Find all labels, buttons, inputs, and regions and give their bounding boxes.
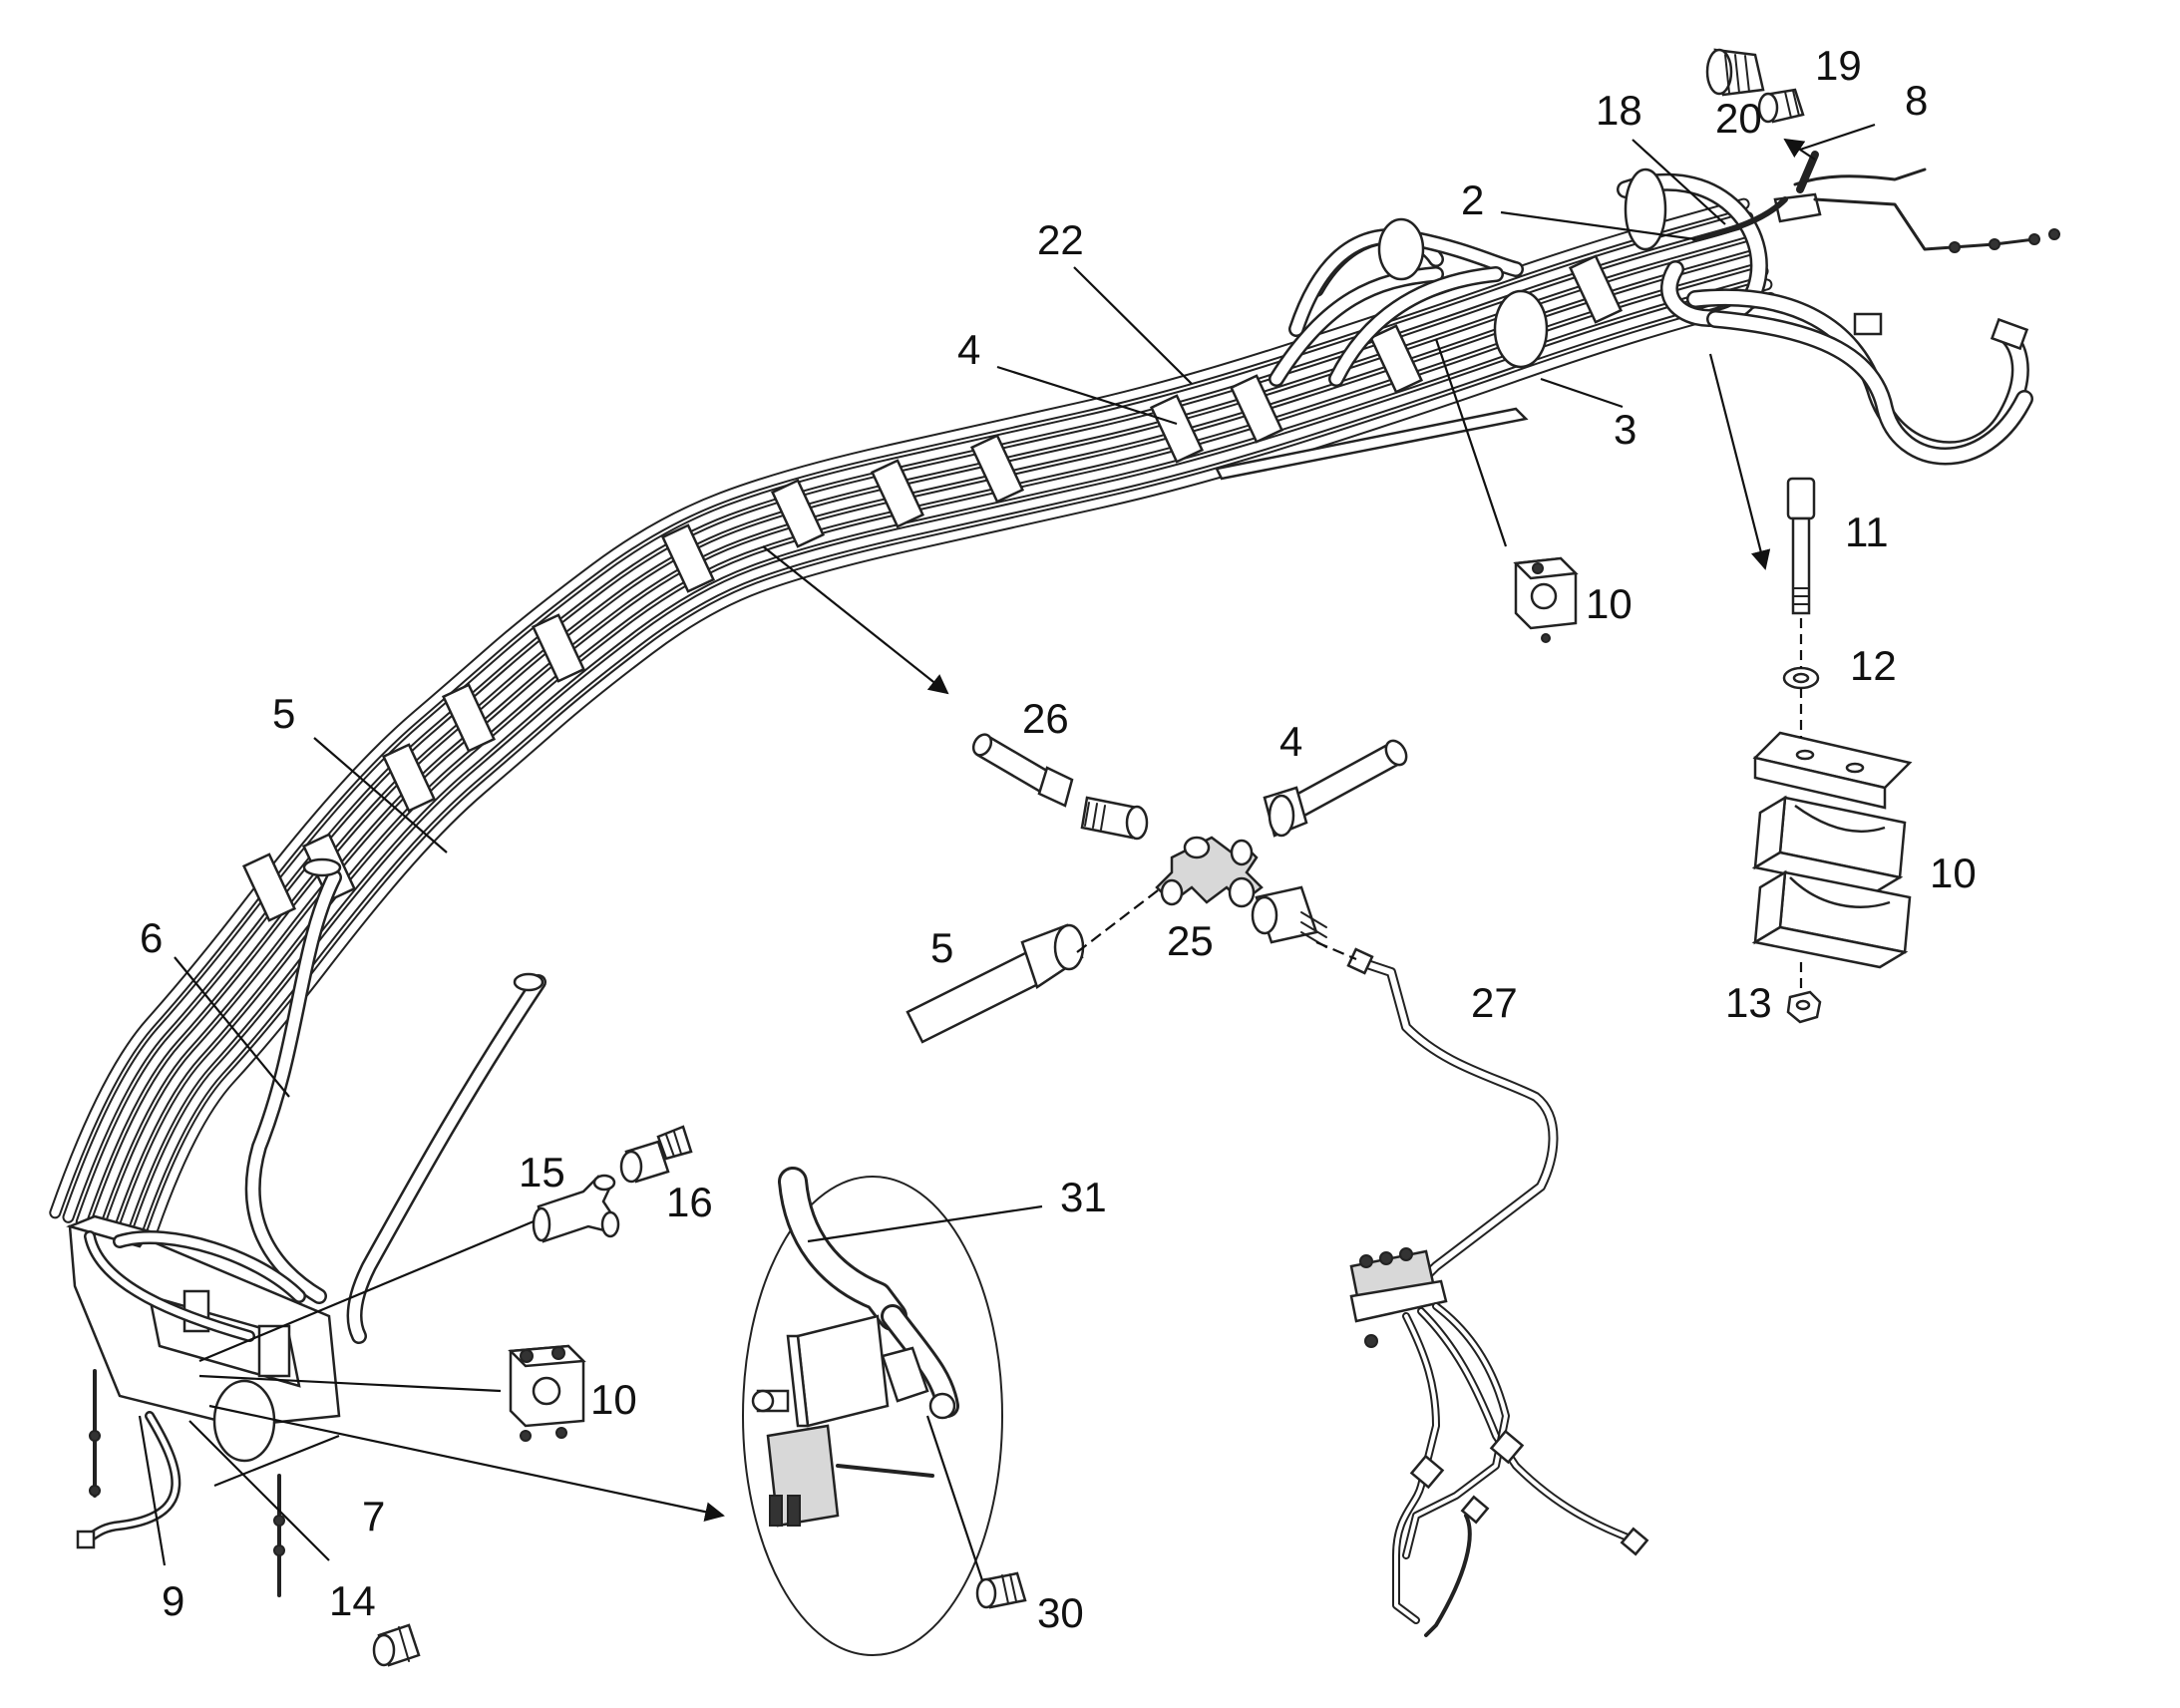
callout-19: 19: [1815, 42, 1862, 89]
callout-18: 18: [1596, 87, 1642, 134]
callout-5-boom: 5: [272, 690, 295, 737]
rear-hose-loops: [1269, 168, 2033, 466]
tee-15: [532, 1174, 620, 1243]
hose-clamp-block-8: [870, 459, 925, 528]
hose-clamp-block-7: [770, 479, 826, 548]
callout-16: 16: [666, 1179, 713, 1225]
callout-3: 3: [1614, 406, 1636, 453]
hose-clamp-block-9: [969, 434, 1025, 504]
clamp-10-top: [1752, 731, 1913, 810]
callout-9: 9: [162, 1577, 184, 1624]
callout-12: 12: [1850, 642, 1897, 689]
hose-clamp-block-1: [241, 853, 297, 922]
fitting-bottom-left: [372, 1623, 421, 1667]
lower-hoses: [113, 857, 546, 1344]
callout-14: 14: [329, 1577, 376, 1624]
callout-31: 31: [1060, 1174, 1107, 1220]
callout-7: 7: [362, 1493, 385, 1539]
hose-clamp-block-11: [1229, 374, 1284, 444]
hose-clamp-block-6: [660, 523, 716, 593]
boom-hose-4-fill: [91, 240, 1759, 1230]
tube-26: [971, 733, 1074, 808]
detail-view: [742, 1167, 1003, 1656]
base-bracket: [66, 1214, 341, 1597]
callout-10-lower: 10: [590, 1376, 637, 1423]
clamp-stack: [1751, 477, 1913, 1024]
callout-5-exploded: 5: [930, 924, 953, 971]
hose-clamp-block-10: [1149, 394, 1205, 464]
fitting-19: [1757, 88, 1805, 124]
callout-4-exploded: 4: [1279, 718, 1302, 765]
cross-25: [1155, 836, 1264, 908]
callout-15: 15: [519, 1149, 565, 1196]
tube-4: [1263, 739, 1408, 838]
callout-20: 20: [1715, 95, 1762, 142]
bolt-11: [1786, 477, 1816, 615]
hose-clamp-block-5: [531, 613, 586, 683]
callout-11: 11: [1845, 509, 1889, 555]
callout-10-clamp-stack: 10: [1930, 850, 1977, 896]
rear-fittings: [1692, 151, 2060, 253]
valve-block: [1349, 1247, 1649, 1637]
callout-4-boom: 4: [957, 326, 980, 373]
boom-hose-5-fill: [104, 253, 1763, 1235]
hose-clamp-block-3: [381, 743, 437, 813]
boom-hose-8-fill: [143, 293, 1775, 1249]
callout-25: 25: [1167, 917, 1214, 964]
clamp-10-upper: [1513, 556, 1579, 643]
pipe-27: [1346, 947, 1559, 1291]
boom-hose-bundle: [49, 197, 1777, 1251]
fitting-30: [975, 1571, 1027, 1609]
connector-fitting: [1080, 796, 1149, 841]
clamp-10-bottom: [1751, 869, 1912, 969]
callout-27: 27: [1471, 979, 1518, 1026]
leader-lines: [138, 123, 1876, 1581]
cross-fitting-group: [906, 733, 1649, 1637]
callout-6: 6: [140, 914, 163, 961]
hose-clamp-block-12: [1368, 324, 1424, 394]
callout-26: 26: [1022, 695, 1069, 742]
connector-right: [1251, 885, 1327, 948]
boom-hose-2-fill: [64, 213, 1752, 1221]
boom-hose-3-fill: [77, 226, 1756, 1226]
callout-22: 22: [1037, 216, 1084, 263]
hose-clamp-block-13: [1568, 254, 1624, 324]
callout-2: 2: [1461, 176, 1484, 223]
washer-12: [1782, 666, 1820, 690]
callout-13: 13: [1725, 979, 1772, 1026]
boom-hose-6-fill: [117, 267, 1767, 1240]
fitting-20: [1705, 48, 1765, 97]
boom-plate: [1215, 289, 1549, 481]
hose-clamp-block-4: [441, 683, 497, 753]
clamp-10-lower: [508, 1344, 586, 1442]
callout-10-upper: 10: [1586, 580, 1633, 627]
nut-13: [1786, 990, 1822, 1024]
callout-labels: 2 3 4 4 5 5 6 7 8 9 10 10 10 11 12 13 14…: [140, 42, 1977, 1636]
callout-8: 8: [1905, 77, 1928, 124]
callout-30: 30: [1037, 1589, 1084, 1636]
fitting-16: [619, 1125, 693, 1184]
clamp-10-middle: [1751, 795, 1907, 894]
tube-5: [906, 923, 1085, 1044]
